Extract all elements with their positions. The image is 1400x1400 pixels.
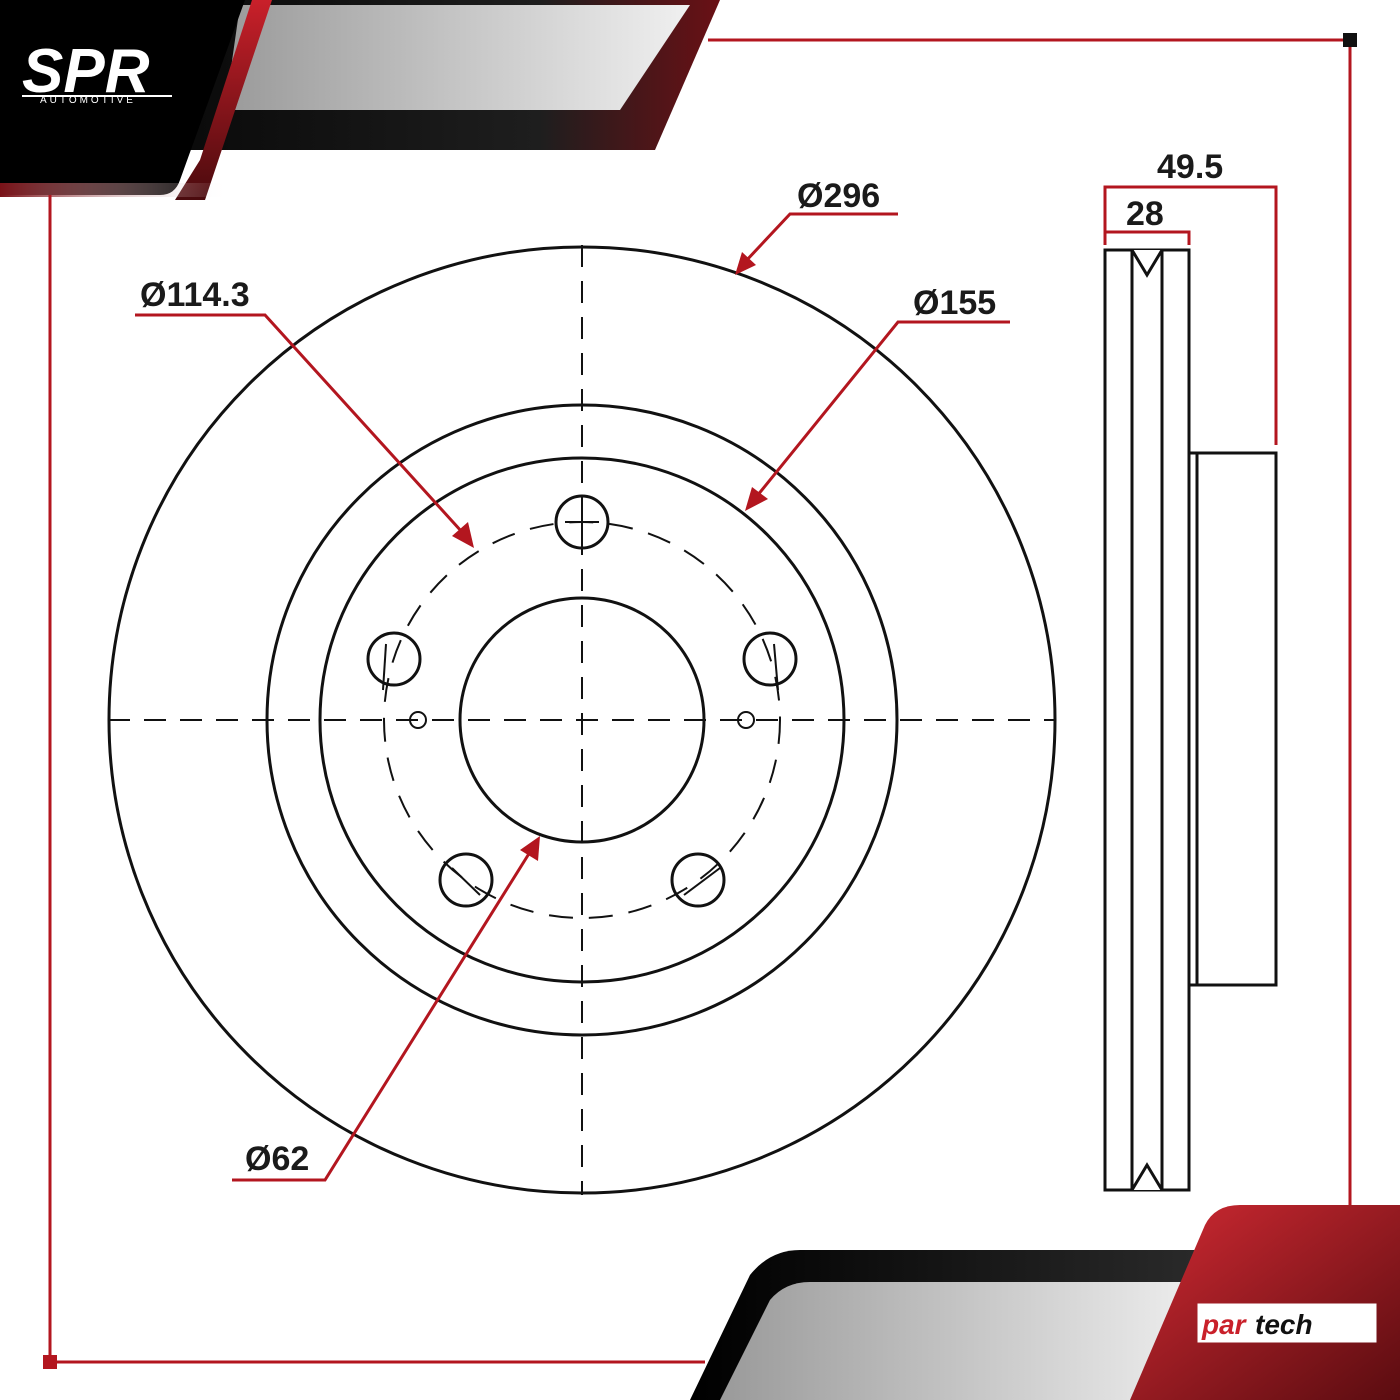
- locating-hole: [409, 711, 427, 729]
- hat-circle: [318, 456, 846, 984]
- label-outer-diameter: Ø296: [797, 177, 880, 215]
- header-black-panel: [0, 0, 245, 195]
- label-thickness: 28: [1126, 195, 1164, 233]
- leader-total-height: [1103, 185, 1278, 445]
- lug-hole: [742, 631, 798, 687]
- footer-badge-panel: [1130, 1205, 1400, 1400]
- label-total-height: 49.5: [1157, 148, 1223, 186]
- disc-front-view: [107, 245, 1057, 1195]
- label-pcd: Ø114.3: [140, 276, 250, 314]
- dimension-labels: Ø296 Ø114.3 Ø155 Ø62 49.5 28: [140, 148, 1223, 1178]
- friction-ring-inner-circle: [265, 403, 899, 1037]
- label-hat-diameter: Ø155: [913, 284, 996, 322]
- arrowhead: [452, 522, 474, 548]
- locating-hole: [737, 711, 755, 729]
- side-outer-plate: [1103, 248, 1191, 1192]
- frame-corner-bottom-left: [43, 1355, 57, 1369]
- leader-thickness: [1103, 230, 1191, 245]
- lug-hole: [670, 852, 726, 908]
- frame: [48, 38, 1352, 1364]
- arrowhead: [735, 252, 756, 275]
- footer-decoration: par tech: [690, 1205, 1400, 1400]
- lug-hole: [366, 631, 422, 687]
- spr-logo: SPR AUTOMOTIVE: [22, 37, 172, 106]
- center-bore-circle: [458, 596, 706, 844]
- side-notch-top: [1130, 249, 1164, 278]
- footer-grey-band: [720, 1282, 1210, 1400]
- disc-side-view: [1103, 248, 1278, 1192]
- header-red-slash: [175, 0, 272, 200]
- dimension-leaders: [135, 185, 1278, 1182]
- footer-badge-box: [1197, 1303, 1377, 1343]
- arrowhead: [520, 836, 540, 861]
- label-center-bore: Ø62: [245, 1140, 309, 1178]
- logo-text: SPR: [22, 37, 150, 106]
- lug-hole: [554, 494, 610, 550]
- arrowhead: [745, 487, 768, 511]
- side-hat: [1187, 451, 1278, 987]
- header-decoration: [0, 0, 720, 200]
- leader-hat-diameter: [755, 320, 1010, 497]
- badge-text-par: par: [1201, 1309, 1248, 1340]
- outer-edge-circle: [107, 245, 1057, 1195]
- logo-underline: [22, 95, 172, 97]
- lug-hole: [438, 852, 494, 908]
- leader-pcd: [135, 313, 464, 534]
- lug-hole-ticks: [382, 505, 779, 896]
- header-red-fade: [0, 183, 230, 197]
- logo-subtext: AUTOMOTIVE: [40, 95, 136, 106]
- side-notch-bottom: [1130, 1162, 1164, 1191]
- leader-center-bore: [232, 851, 532, 1182]
- badge-text-tech: tech: [1255, 1309, 1313, 1340]
- header-grey-band: [225, 5, 690, 110]
- leader-outer-diameter: [743, 212, 898, 264]
- frame-corner-top-right: [1343, 33, 1357, 47]
